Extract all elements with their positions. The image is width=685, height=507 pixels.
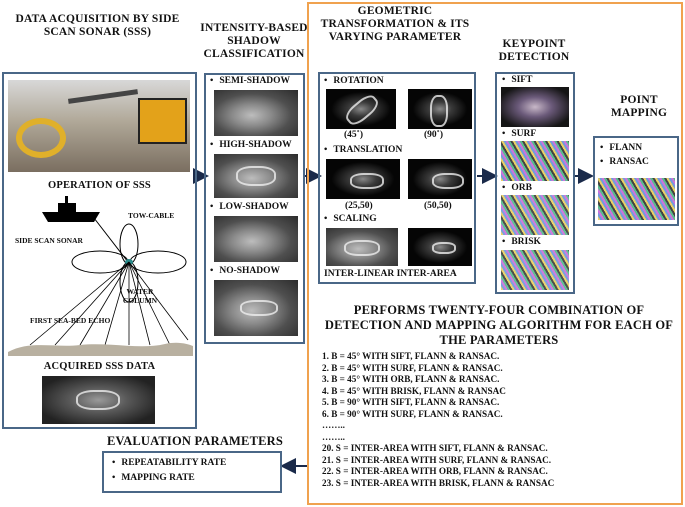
water-column-label: WATER COLUMN xyxy=(122,287,158,305)
translation-50-50-value: (50,50) xyxy=(424,201,452,211)
keypoint-box xyxy=(495,72,575,294)
shadow-box xyxy=(204,73,305,344)
kp-orb-label: ORB xyxy=(502,183,532,193)
shadow-item-no: NO-SHADOW xyxy=(210,266,280,276)
combination-line: 5. B = 90° WITH SIFT, FLANN & RANSAC. xyxy=(322,397,500,407)
combination-line: 4. B = 45° WITH BRISK, FLANN & RANSAC xyxy=(322,385,506,396)
side-scan-sonar-label: SIDE SCAN SONAR xyxy=(15,236,83,245)
semi-shadow-image xyxy=(214,90,298,136)
scaling-inter-area-image xyxy=(408,228,472,266)
scaling-inter-linear-image xyxy=(326,228,398,266)
acquired-label: ACQUIRED SSS DATA xyxy=(43,361,156,372)
combination-line: 20. S = INTER-AREA WITH SIFT, FLANN & RA… xyxy=(322,443,548,453)
combination-line: 23. S = INTER-AREA WITH BRISK, FLANN & R… xyxy=(322,477,555,488)
evaluation-box xyxy=(102,451,282,493)
eval-mapping-rate-label: MAPPING RATE xyxy=(112,473,194,483)
kp-surf-label: SURF xyxy=(502,129,536,139)
combination-line: 22. S = INTER-AREA WITH ORB, FLANN & RAN… xyxy=(322,466,548,476)
shadow-item-high: HIGH-SHADOW xyxy=(210,140,291,150)
combination-line: …….. xyxy=(322,431,345,442)
evaluation-title: EVALUATION PARAMETERS xyxy=(106,434,284,448)
combination-line: …….. xyxy=(322,420,345,430)
processing-container xyxy=(307,2,683,505)
point-mapping-image xyxy=(598,178,675,220)
cable-reel-icon xyxy=(16,118,66,158)
laptop-case-icon xyxy=(138,98,187,144)
geo-rotation-label: ROTATION xyxy=(324,76,383,86)
scaling-values: INTER-LINEAR INTER-AREA xyxy=(324,269,457,279)
combination-line: 3. B = 45° WITH ORB, FLANN & RANSAC. xyxy=(322,374,500,384)
mapping-ransac-label: RANSAC xyxy=(600,157,649,167)
shadow-title: INTENSITY-BASED SHADOW CLASSIFICATION xyxy=(200,22,308,60)
operation-label: OPERATION OF SSS xyxy=(48,180,151,191)
combination-list: 1. B = 45° WITH SIFT, FLANN & RANSAC. 2.… xyxy=(322,351,554,489)
sss-operation-photo xyxy=(8,80,190,172)
kp-sift-label: SIFT xyxy=(502,75,532,85)
combination-line: 21. S = INTER-AREA WITH SURF, FLANN & RA… xyxy=(322,454,552,465)
keypoint-title: KEYPOINT DETECTION xyxy=(498,38,570,63)
shadow-item-low: LOW-SHADOW xyxy=(210,202,288,212)
first-echo-label: FIRST SEA-BED ECHO xyxy=(30,316,111,325)
mapping-flann-label: FLANN xyxy=(600,143,642,153)
mapping-box xyxy=(593,136,679,226)
acquired-sss-image xyxy=(42,376,155,424)
high-shadow-image xyxy=(214,154,298,198)
kp-brisk-label: BRISK xyxy=(502,237,541,247)
translation-25-50-image xyxy=(326,159,400,199)
orb-keypoints-image xyxy=(501,195,569,235)
translation-50-50-image xyxy=(408,159,472,199)
rotation-90-image xyxy=(408,89,472,129)
shadow-item-semi: SEMI-SHADOW xyxy=(210,76,290,86)
geometric-box xyxy=(318,72,476,284)
rotation-45-value: (45˚) xyxy=(344,130,363,140)
geo-scaling-label: SCALING xyxy=(324,214,376,224)
combination-line: 6. B = 90° WITH SURF, FLANN & RANSAC. xyxy=(322,408,503,419)
acquisition-box xyxy=(2,72,197,429)
geometric-title: GEOMETRIC TRANSFORMATION & ITS VARYING P… xyxy=(320,5,470,43)
low-shadow-image xyxy=(214,216,298,262)
combination-line: 1. B = 45° WITH SIFT, FLANN & RANSAC. xyxy=(322,351,500,361)
no-shadow-image xyxy=(214,280,298,336)
translation-25-50-value: (25,50) xyxy=(345,201,373,211)
geo-translation-label: TRANSLATION xyxy=(324,145,402,155)
surf-keypoints-image xyxy=(501,141,569,181)
rotation-45-image xyxy=(326,89,396,129)
combination-line: 2. B = 45° WITH SURF, FLANN & RANSAC. xyxy=(322,362,503,373)
brisk-keypoints-image xyxy=(501,250,569,290)
eval-repeatability-label: REPEATABILITY RATE xyxy=(112,458,226,468)
acquisition-title: DATA ACQUISITION BY SIDE SCAN SONAR (SSS… xyxy=(15,13,180,38)
rotation-90-value: (90˚) xyxy=(424,130,443,140)
combination-title: PERFORMS TWENTY-FOUR COMBINATION OF DETE… xyxy=(324,303,674,347)
mapping-title: POINT MAPPING xyxy=(610,94,668,119)
tow-cable-label: TOW-CABLE xyxy=(128,211,175,220)
sift-keypoints-image xyxy=(501,87,569,127)
